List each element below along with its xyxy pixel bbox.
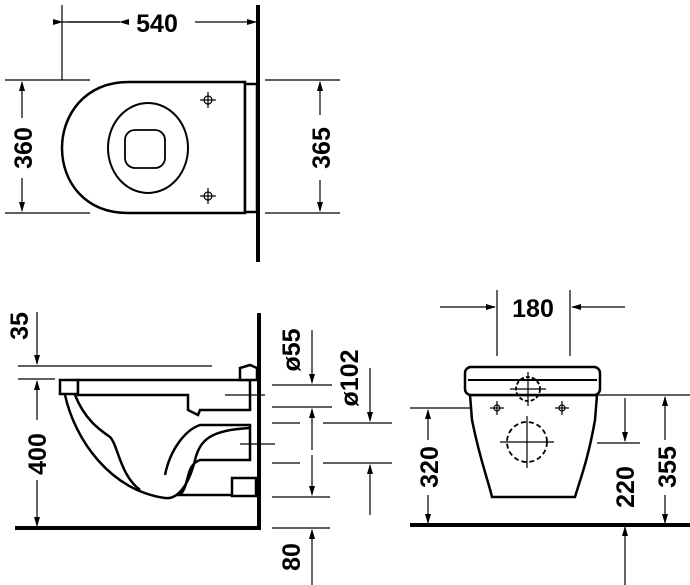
dim-360: 360 <box>10 127 38 169</box>
dim-35: 35 <box>6 312 34 340</box>
bowl-top-outline <box>60 80 247 215</box>
front-view: 180 320 220 355 <box>410 290 690 585</box>
dim-80: 80 <box>278 543 306 571</box>
side-view: 35 400 ø55 ø102 80 <box>6 312 392 585</box>
fixing-marker <box>200 92 216 108</box>
dim-355: 355 <box>654 446 682 488</box>
dim-365: 365 <box>308 127 336 169</box>
dim-diameter-102: ø102 <box>336 350 364 407</box>
dim-320: 320 <box>416 446 444 488</box>
top-view: 540 360 365 <box>5 5 340 262</box>
dim-400: 400 <box>24 433 52 475</box>
fixing-marker <box>555 401 569 415</box>
dim-180: 180 <box>512 295 554 323</box>
fixing-marker <box>200 188 216 204</box>
dim-220: 220 <box>612 466 640 508</box>
dim-diameter-55: ø55 <box>278 328 306 371</box>
dim-540: 540 <box>136 10 178 38</box>
fixing-marker <box>490 401 504 415</box>
